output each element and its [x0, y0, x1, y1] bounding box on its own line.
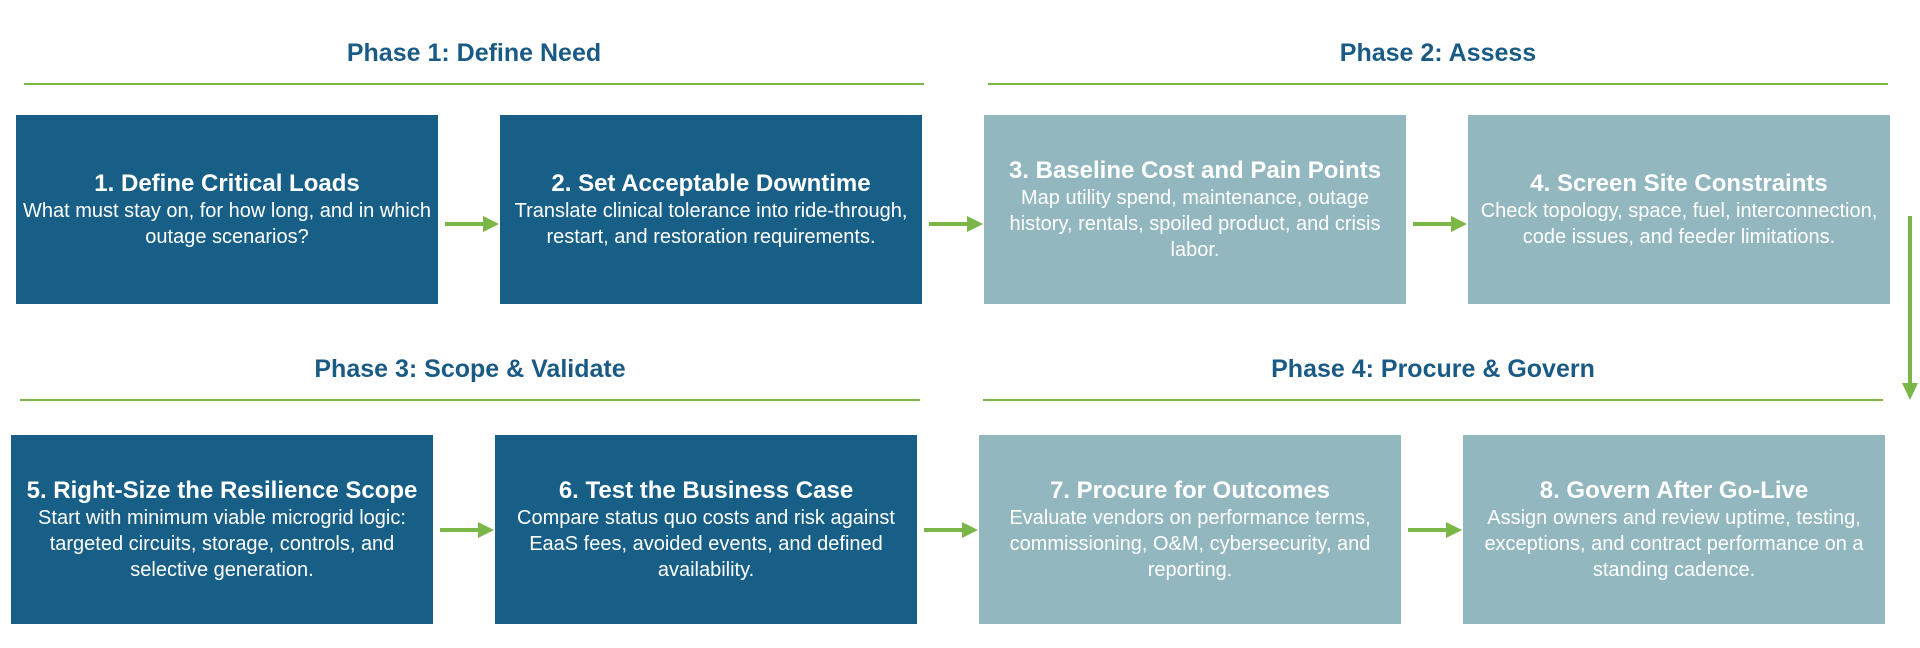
step-5-title: 5. Right-Size the Resilience Scope — [26, 476, 418, 504]
step-2-title: 2. Set Acceptable Downtime — [551, 169, 871, 197]
phase-1-title: Phase 1: Define Need — [346, 39, 602, 67]
step-4-description: Check topology, space, fuel, interconnec… — [1480, 199, 1878, 248]
arrow-right-icon — [929, 216, 983, 232]
step-4-box: 4. Screen Site Constraints Check topolog… — [1468, 115, 1890, 304]
step-5-description: Start with minimum viable microgrid logi… — [38, 506, 406, 581]
step-1-title: 1. Define Critical Loads — [94, 169, 360, 197]
step-1-box: 1. Define Critical Loads What must stay … — [16, 115, 438, 304]
step-6-box: 6. Test the Business Case Compare status… — [495, 435, 917, 624]
phase-2-divider — [988, 83, 1888, 85]
step-4-title: 4. Screen Site Constraints — [1530, 169, 1828, 197]
step-8-description: Assign owners and review uptime, testing… — [1484, 506, 1864, 581]
step-3-title: 3. Baseline Cost and Pain Points — [1008, 156, 1382, 184]
phase-4-divider — [983, 399, 1883, 401]
step-2-box: 2. Set Acceptable Downtime Translate cli… — [500, 115, 922, 304]
arrow-right-icon — [445, 216, 499, 232]
step-8-box: 8. Govern After Go-Live Assign owners an… — [1463, 435, 1885, 624]
arrow-down-icon — [1902, 216, 1918, 400]
step-2-description: Translate clinical tolerance into ride-t… — [514, 199, 908, 248]
phase-4-title: Phase 4: Procure & Govern — [1271, 355, 1595, 383]
phase-2-title: Phase 2: Assess — [1339, 39, 1537, 67]
arrow-right-icon — [924, 522, 978, 538]
step-3-description: Map utility spend, maintenance, outage h… — [1009, 186, 1381, 261]
step-6-description: Compare status quo costs and risk agains… — [517, 506, 895, 581]
step-1-description: What must stay on, for how long, and in … — [23, 199, 431, 248]
arrow-right-icon — [1408, 522, 1462, 538]
phase-3-divider — [20, 399, 920, 401]
step-6-title: 6. Test the Business Case — [558, 476, 854, 504]
arrow-right-icon — [440, 522, 494, 538]
step-7-title: 7. Procure for Outcomes — [1049, 476, 1331, 504]
phase-3-title: Phase 3: Scope & Validate — [314, 355, 626, 383]
step-7-box: 7. Procure for Outcomes Evaluate vendors… — [979, 435, 1401, 624]
step-5-box: 5. Right-Size the Resilience Scope Start… — [11, 435, 433, 624]
phase-1-divider — [24, 83, 924, 85]
step-3-box: 3. Baseline Cost and Pain Points Map uti… — [984, 115, 1406, 304]
step-7-description: Evaluate vendors on performance terms, c… — [1009, 506, 1371, 581]
arrow-right-icon — [1413, 216, 1467, 232]
step-8-title: 8. Govern After Go-Live — [1539, 476, 1809, 504]
